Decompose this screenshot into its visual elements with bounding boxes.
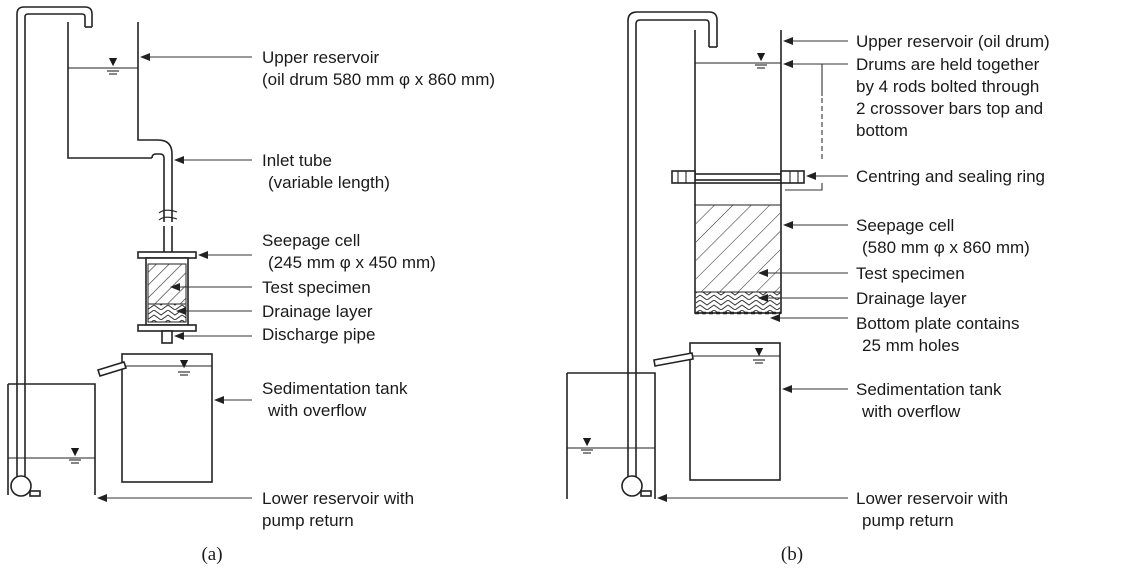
drainage-layer-b: [696, 292, 780, 312]
label-upper-reservoir-oil-drum: Upper reservoir (oil drum): [856, 32, 1050, 51]
leader-lines-b: [657, 37, 848, 502]
label-inlet-tube-note: (variable length): [268, 173, 390, 192]
lower-reservoir-b: ▼: [566, 372, 656, 499]
label-centring-ring: Centring and sealing ring: [856, 167, 1045, 186]
water-level-symbol: ▼: [580, 433, 594, 454]
label-drums-line-3: 2 crossover bars top and: [856, 99, 1043, 118]
svg-text:▼: ▼: [754, 48, 768, 64]
svg-text:▼: ▼: [106, 53, 120, 69]
centring-sealing-ring-b: [671, 170, 805, 184]
lower-reservoir-a: ▼: [7, 383, 96, 497]
label-upper-reservoir: Upper reservoir: [262, 48, 379, 67]
leader-lines-a: [97, 53, 252, 502]
inlet-tube-a: [151, 139, 178, 252]
upper-reservoir-a: ▼: [67, 22, 158, 159]
drainage-layer-a: [147, 303, 187, 323]
pump-a: [10, 475, 32, 497]
label-lower-reservoir-note: pump return: [862, 511, 954, 530]
label-seepage-cell-dims: (580 mm φ x 860 mm): [862, 238, 1030, 257]
pump-return-pipe-b: [627, 11, 718, 480]
label-drainage-layer: Drainage layer: [262, 302, 373, 321]
svg-text:▼: ▼: [580, 433, 594, 449]
pump-b: [621, 475, 643, 497]
panel-b: ▼: [566, 11, 1050, 565]
label-sedimentation-tank-note: with overflow: [267, 401, 367, 420]
label-seepage-cell: Seepage cell: [262, 231, 360, 250]
water-level-symbol: ▼: [106, 53, 120, 75]
panel-a: ▼ ▼: [7, 6, 495, 565]
svg-text:▼: ▼: [177, 355, 191, 371]
label-bottom-plate-holes: 25 mm holes: [862, 336, 959, 355]
label-sedimentation-tank-note: with overflow: [861, 402, 961, 421]
label-lower-reservoir: Lower reservoir with: [856, 489, 1008, 508]
label-sedimentation-tank: Sedimentation tank: [262, 379, 408, 398]
label-drums-line-4: bottom: [856, 121, 908, 140]
label-drainage-layer: Drainage layer: [856, 289, 967, 308]
label-seepage-cell-dims: (245 mm φ x 450 mm): [268, 253, 436, 272]
label-test-specimen: Test specimen: [856, 264, 965, 283]
seepage-cell-b: [694, 182, 782, 315]
sedimentation-tank-b: ▼: [653, 342, 781, 481]
label-drums-line-1: Drums are held together: [856, 55, 1040, 74]
pump-return-pipe-a: [16, 6, 93, 478]
label-inlet-tube: Inlet tube: [262, 151, 332, 170]
labels-b: Upper reservoir (oil drum) Drums are hel…: [856, 32, 1050, 530]
labels-a: Upper reservoir (oil drum 580 mm φ x 860…: [262, 48, 495, 530]
svg-text:▼: ▼: [68, 443, 82, 459]
water-level-symbol: ▼: [177, 355, 191, 376]
caption-a: (a): [201, 544, 222, 565]
label-discharge-pipe: Discharge pipe: [262, 325, 375, 344]
test-specimen-a: [147, 263, 187, 305]
sedimentation-tank-a: ▼: [96, 353, 213, 483]
svg-text:▼: ▼: [752, 343, 766, 359]
upper-reservoir-b: ▼: [694, 30, 782, 176]
water-level-symbol: ▼: [754, 48, 768, 69]
water-level-symbol: ▼: [752, 343, 766, 364]
label-bottom-plate: Bottom plate contains: [856, 314, 1019, 333]
water-level-symbol: ▼: [68, 443, 82, 464]
test-specimen-b: [696, 205, 780, 292]
label-sedimentation-tank: Sedimentation tank: [856, 380, 1002, 399]
label-upper-reservoir-dims: (oil drum 580 mm φ x 860 mm): [262, 70, 495, 89]
seepage-cell-a: [137, 251, 197, 344]
label-lower-reservoir-note: pump return: [262, 511, 354, 530]
label-test-specimen: Test specimen: [262, 278, 371, 297]
label-lower-reservoir: Lower reservoir with: [262, 489, 414, 508]
label-seepage-cell: Seepage cell: [856, 216, 954, 235]
label-drums-line-2: by 4 rods bolted through: [856, 77, 1039, 96]
caption-b: (b): [781, 544, 803, 565]
